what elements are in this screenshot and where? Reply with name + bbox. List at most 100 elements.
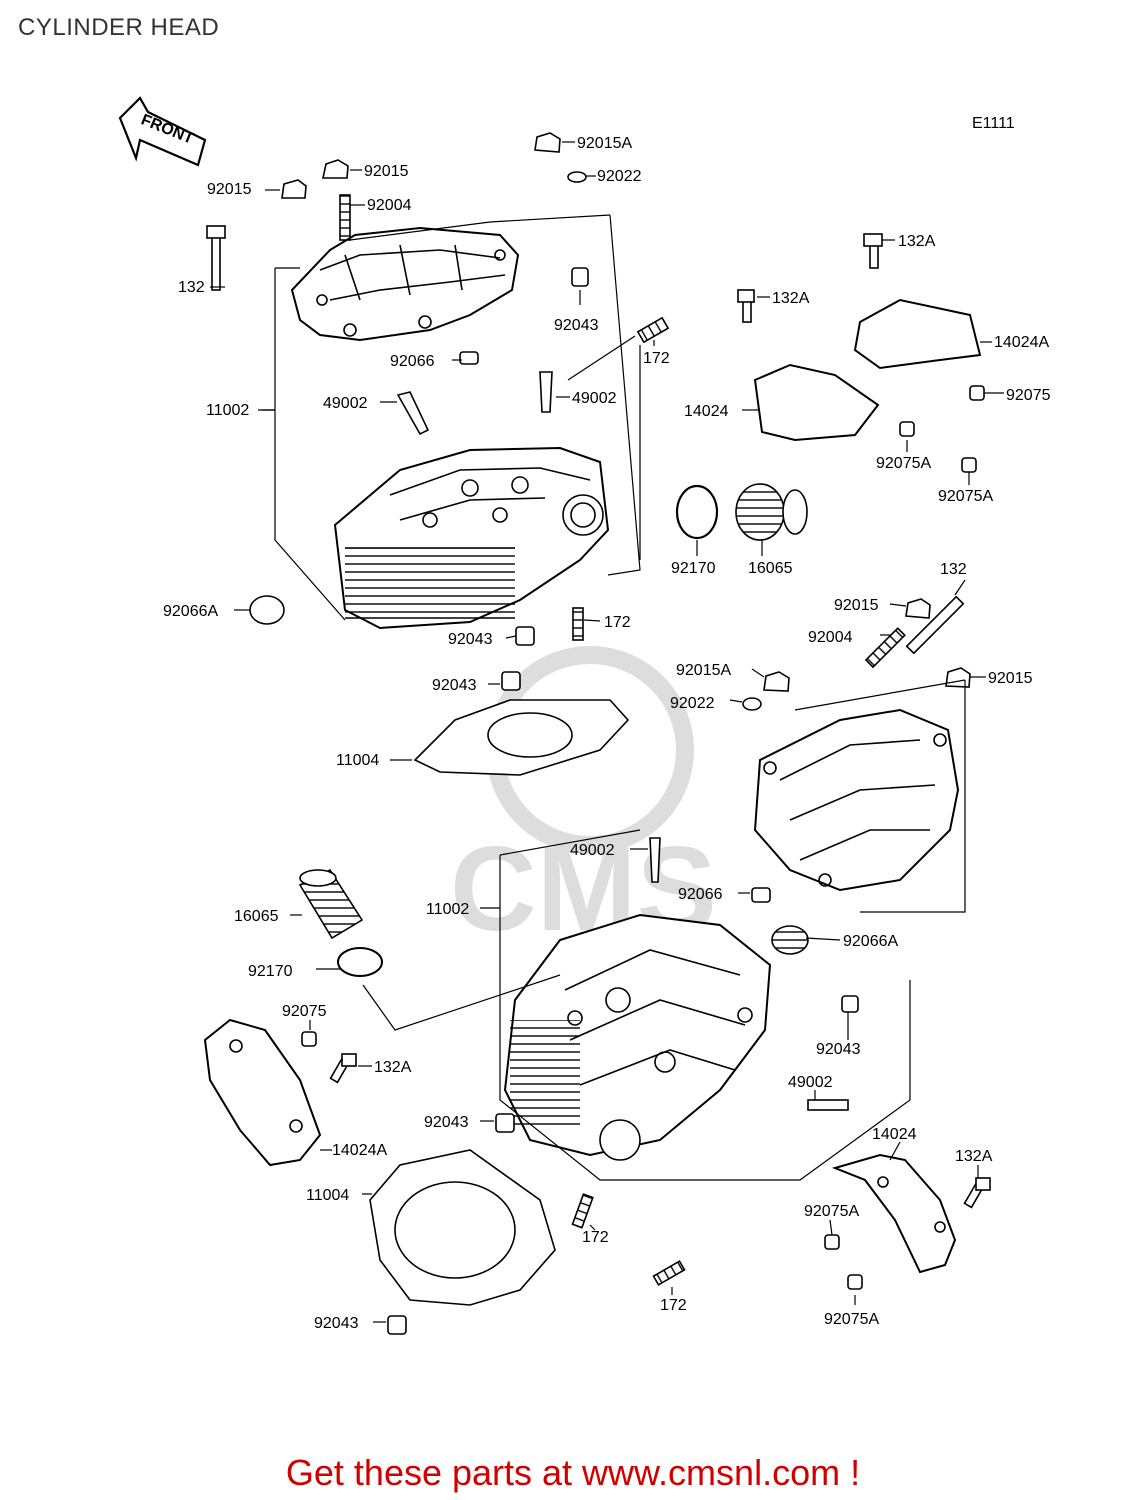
bolt-132a-u2 [863, 233, 883, 269]
label-92043-low-a: 92043 [424, 1114, 469, 1131]
label-92066-lower: 92066 [678, 886, 723, 903]
label-14024a-upper: 14024A [994, 334, 1049, 351]
label-92015-top-b: 92015 [364, 163, 409, 180]
label-132-upper: 132 [178, 279, 205, 296]
bolt-132a-l1 [329, 1053, 357, 1084]
label-92043-right: 92043 [816, 1041, 861, 1058]
label-92015a-lower: 92015A [676, 662, 731, 679]
label-14024-lower: 14024 [872, 1126, 917, 1143]
valve-guide-49002-a [396, 391, 430, 436]
label-11004-lower: 11004 [306, 1187, 349, 1204]
nut-92075a-l2 [847, 1274, 863, 1290]
label-172-mid: 172 [604, 614, 631, 631]
valve-guide-49002-d [807, 1099, 849, 1111]
label-92075-lower: 92075 [282, 1003, 327, 1020]
label-132a-u1: 132A [772, 290, 810, 307]
dowel-92043-low-a [495, 1113, 515, 1133]
label-92075-upper: 92075 [1006, 387, 1051, 404]
side-cover-14024a-lower [203, 1018, 322, 1167]
plug-92066-lower [751, 887, 771, 903]
label-14024a-lower: 14024A [332, 1142, 387, 1159]
label-49002-c: 49002 [570, 842, 615, 859]
bolt-132a-u1 [737, 289, 755, 323]
label-92022-top: 92022 [597, 168, 642, 185]
valve-guide-49002-c [649, 837, 661, 883]
nut-92075-lower [301, 1031, 317, 1047]
stud-172-low-a [571, 1193, 594, 1229]
exploded-parts-diagram: FRONT E1111 92015A 92015 92022 92015 920… [118, 96, 1051, 1335]
rocker-cover-rear [290, 226, 520, 342]
stud-172-low-b [652, 1260, 686, 1286]
label-132-lower: 132 [940, 561, 967, 578]
diagram-code: E1111 [972, 115, 1015, 132]
label-132a-l1: 132A [374, 1059, 412, 1076]
clamp-92170-upper [675, 484, 719, 540]
stud-172-upper [636, 316, 670, 344]
side-cover-14024-lower [831, 1153, 957, 1274]
plug-92066a-lower [771, 925, 809, 955]
label-92004-top: 92004 [367, 197, 412, 214]
bolt-132-lower [905, 595, 965, 655]
label-92015-d: 92015 [988, 670, 1033, 687]
label-92043-mid-b: 92043 [432, 677, 477, 694]
side-cover-14024-upper [753, 363, 880, 442]
label-92066a-upper: 92066A [163, 603, 218, 620]
label-172-low-a: 172 [582, 1229, 609, 1246]
clamp-92170-lower [337, 947, 383, 977]
label-92043-bottom: 92043 [314, 1315, 359, 1332]
cap-nut-92015a-lower [763, 671, 790, 692]
label-16065-lower: 16065 [234, 908, 279, 925]
rocker-cover-front [753, 708, 960, 892]
dowel-92043-mid-a [515, 626, 535, 646]
label-92043-upper: 92043 [554, 317, 599, 334]
label-172-upper: 172 [643, 350, 670, 367]
label-92075a-u1: 92075A [876, 455, 931, 472]
intake-pipe-16065-upper [735, 483, 808, 541]
nut-92075a-u1 [899, 421, 915, 437]
cap-nut-92015a-top [534, 132, 561, 153]
head-gasket-11004-rear [413, 699, 630, 776]
label-92004-lower: 92004 [808, 629, 853, 646]
intake-pipe-16065-lower [298, 868, 364, 940]
label-11002-lower: 11002 [426, 901, 469, 918]
stud-92004-lower [864, 627, 906, 669]
side-cover-14024a-upper [853, 298, 982, 370]
washer-92022-top [567, 171, 587, 183]
dowel-92043-mid-b [501, 671, 521, 691]
label-92015-top-a: 92015 [207, 181, 252, 198]
nut-92075-upper [969, 385, 985, 401]
label-92075a-u2: 92075A [938, 488, 993, 505]
label-11004-upper: 11004 [336, 752, 379, 769]
label-92066a-lower: 92066A [843, 933, 898, 950]
label-49002-b: 49002 [572, 390, 617, 407]
dowel-92043-right [841, 995, 859, 1013]
stud-92004-top [339, 194, 351, 241]
stud-172-mid [572, 607, 584, 641]
label-92170-lower: 92170 [248, 963, 293, 980]
cap-nut-92015-d [945, 667, 971, 688]
label-92170-upper: 92170 [671, 560, 716, 577]
cap-nut-92015-a [281, 179, 307, 199]
head-gasket-11004-lower [369, 1149, 556, 1306]
plug-92066a-upper [249, 595, 285, 625]
label-11002-upper: 11002 [206, 402, 249, 419]
nut-92075a-u2 [961, 457, 977, 473]
label-14024-upper: 14024 [684, 403, 729, 420]
label-49002-a: 49002 [323, 395, 368, 412]
nut-92075a-l1 [824, 1234, 840, 1250]
label-92022-lower: 92022 [670, 695, 715, 712]
cap-nut-92015-c [905, 598, 931, 619]
assembly-outline-front [362, 679, 966, 1181]
footer-link-text[interactable]: Get these parts at www.cmsnl.com ! [285, 1452, 861, 1493]
label-49002-d: 49002 [788, 1074, 833, 1091]
front-arrow-icon [118, 96, 207, 167]
valve-guide-49002-b [539, 371, 553, 413]
label-172-low-b: 172 [660, 1297, 687, 1314]
label-92066-upper: 92066 [390, 353, 435, 370]
plug-92066-upper [459, 351, 479, 365]
label-92075a-l1: 92075A [804, 1203, 859, 1220]
label-132a-u2: 132A [898, 233, 936, 250]
bolt-132-upper [206, 225, 226, 291]
label-92043-mid-a: 92043 [448, 631, 493, 648]
bolt-132a-l2 [963, 1177, 991, 1209]
